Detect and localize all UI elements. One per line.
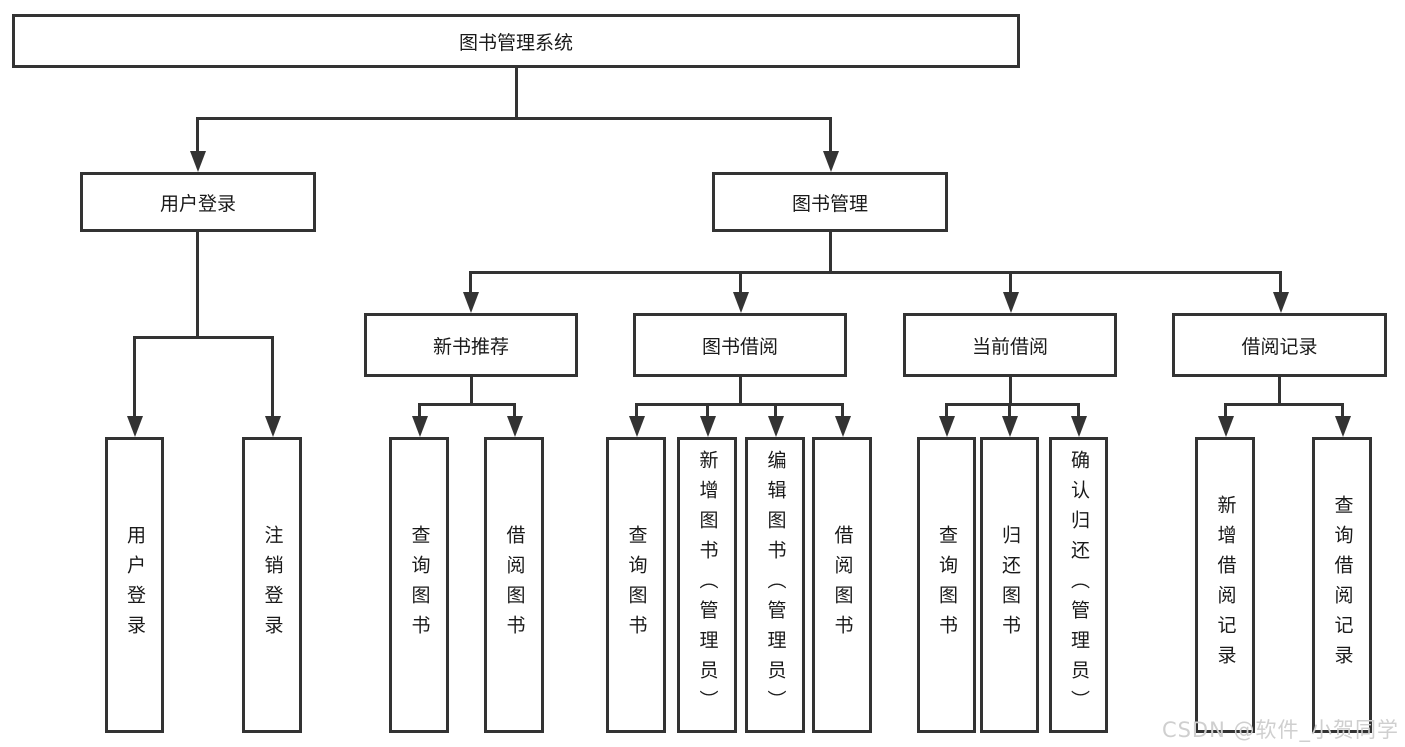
node-current-confirm-return-admin: 确认归还（管理员） [1049, 437, 1108, 733]
arrowhead-down [1279, 271, 1282, 292]
connector-line [829, 232, 832, 274]
node-label: 查询图书 [625, 525, 648, 645]
arrowhead-down [635, 403, 638, 416]
node-current-query-books: 查询图书 [917, 437, 976, 733]
node-label: 新增图书（管理员） [696, 450, 719, 720]
node-label: 图书管理系统 [458, 31, 573, 54]
node-label: 确认归还（管理员） [1068, 450, 1090, 720]
node-new-book-recommend: 新书推荐 [364, 313, 578, 377]
arrowhead-down [1009, 271, 1012, 292]
node-label: 图书借阅 [701, 335, 778, 358]
node-label: 图书管理 [791, 192, 868, 215]
connector-line [1009, 377, 1012, 405]
csdn-watermark: CSDN @软件_小贺同学 [1161, 718, 1399, 742]
connector-line [515, 68, 518, 119]
arrowhead-down [1008, 403, 1011, 416]
connector-line [196, 117, 832, 120]
arrowhead-down [469, 271, 472, 292]
arrowhead-down [945, 403, 948, 416]
connector-line [635, 403, 844, 406]
arrowhead-down [841, 403, 844, 416]
arrowhead-down [829, 117, 832, 151]
node-library-management-system: 图书管理系统 [12, 14, 1020, 68]
node-book-borrowing: 图书借阅 [633, 313, 847, 377]
arrowhead-down [739, 271, 742, 292]
arrowhead-down [1224, 403, 1227, 416]
node-recommend-borrow-books: 借阅图书 [484, 437, 544, 733]
connector-line [1224, 403, 1344, 406]
connector-line [739, 377, 742, 405]
node-label: 当前借阅 [971, 335, 1048, 358]
connector-line [418, 403, 516, 406]
arrowhead-down [1077, 403, 1080, 416]
node-user-login: 用户登录 [80, 172, 316, 232]
arrowhead-down [706, 403, 709, 416]
node-borrowing-borrow-books: 借阅图书 [812, 437, 872, 733]
node-current-return-books: 归还图书 [980, 437, 1039, 733]
node-borrowing-query-books: 查询图书 [606, 437, 666, 733]
node-label: 新增借阅记录 [1214, 495, 1237, 675]
connector-line [196, 232, 199, 339]
connector-line [1278, 377, 1281, 405]
arrowhead-down [418, 403, 421, 416]
node-label: 借阅图书 [503, 525, 526, 645]
node-records-query-record: 查询借阅记录 [1312, 437, 1372, 733]
node-label: 注销登录 [261, 525, 284, 645]
node-label: 用户登录 [159, 192, 236, 215]
node-records-add-record: 新增借阅记录 [1195, 437, 1255, 733]
arrowhead-down [513, 403, 516, 416]
node-label: 新书推荐 [432, 335, 509, 358]
node-label: 查询图书 [936, 525, 958, 645]
node-current-borrowing: 当前借阅 [903, 313, 1117, 377]
arrowhead-down [196, 117, 199, 151]
node-label: 查询图书 [408, 525, 431, 645]
node-label: 用户登录 [124, 525, 146, 645]
node-borrowing-edit-books-admin: 编辑图书（管理员） [745, 437, 805, 733]
connector-line [470, 377, 473, 405]
node-user-login-leaf: 用户登录 [105, 437, 164, 733]
node-borrowing-add-books-admin: 新增图书（管理员） [677, 437, 737, 733]
arrowhead-down [1341, 403, 1344, 416]
node-label: 借阅图书 [831, 525, 854, 645]
node-recommend-query-books: 查询图书 [389, 437, 449, 733]
node-label: 编辑图书（管理员） [764, 450, 787, 720]
node-label: 借阅记录 [1241, 335, 1318, 358]
node-borrowing-records: 借阅记录 [1172, 313, 1387, 377]
arrowhead-down [774, 403, 777, 416]
node-logout: 注销登录 [242, 437, 302, 733]
connector-line [133, 336, 274, 339]
node-book-management: 图书管理 [712, 172, 948, 232]
arrowhead-down [133, 336, 136, 416]
node-label: 归还图书 [999, 525, 1021, 645]
connector-line [469, 271, 1282, 274]
arrowhead-down [271, 336, 274, 416]
node-label: 查询借阅记录 [1331, 495, 1354, 675]
connector-line [945, 403, 1080, 406]
